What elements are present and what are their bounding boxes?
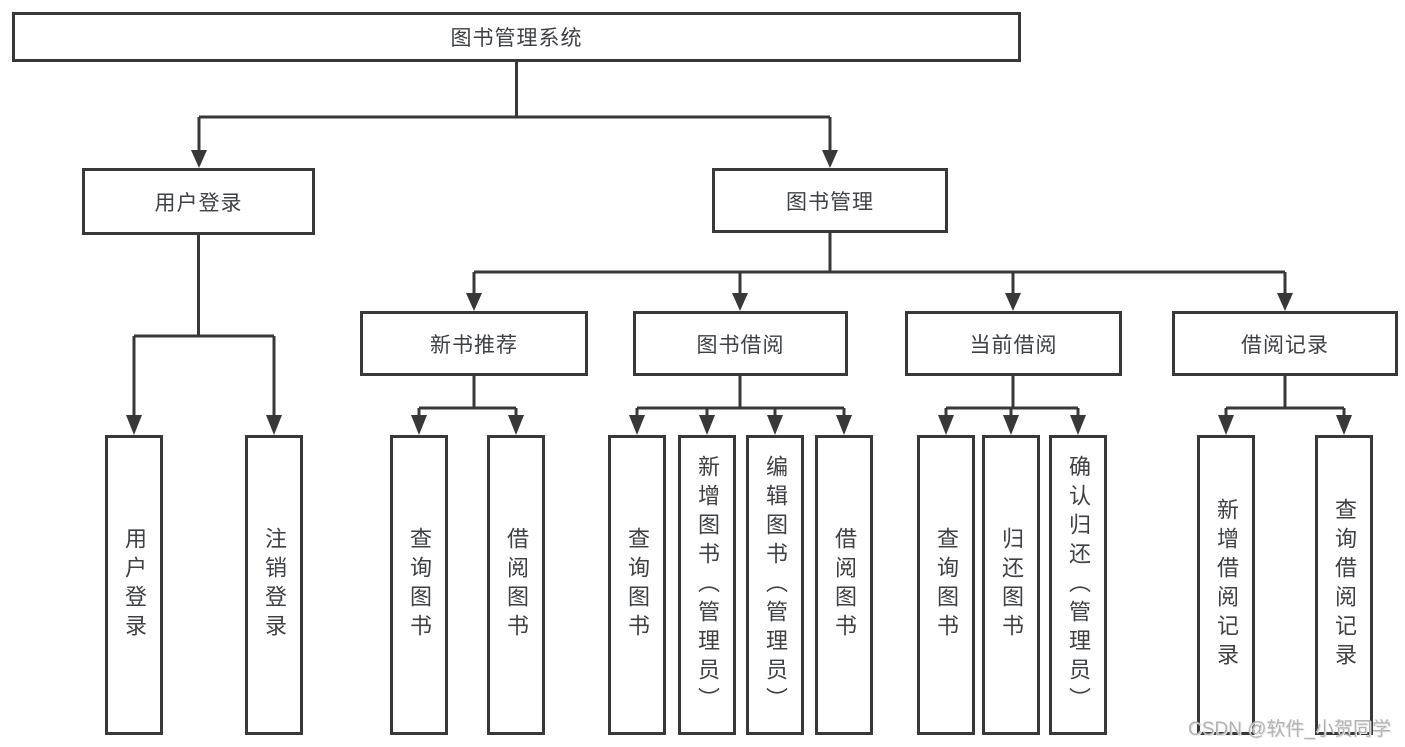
node-query-books-current: 查询图书: [917, 435, 975, 735]
node-label: 用户登录: [122, 527, 147, 643]
node-return-books: 归还图书: [982, 435, 1040, 735]
node-borrow-books-recommend: 借阅图书: [487, 435, 545, 735]
node-query-borrow-record: 查询借阅记录: [1315, 435, 1373, 735]
node-label: 查询图书: [407, 527, 432, 643]
node-borrow-books: 借阅图书: [815, 435, 873, 735]
node-book-borrow: 图书借阅: [633, 311, 848, 376]
node-label: 编辑图书（管理员）: [763, 454, 788, 716]
node-label: 新增图书（管理员）: [695, 454, 720, 716]
node-label: 新书推荐: [430, 333, 518, 357]
node-label: 图书借阅: [696, 333, 785, 357]
node-query-books-borrow: 查询图书: [608, 435, 666, 735]
node-logout: 注销登录: [245, 435, 303, 735]
node-book-management: 图书管理: [712, 168, 948, 233]
node-label: 查询图书: [625, 527, 650, 643]
node-label: 用户登录: [154, 191, 243, 215]
node-label: 图书管理系统: [450, 27, 583, 50]
node-label: 归还图书: [999, 527, 1024, 643]
node-user-login-leaf: 用户登录: [105, 435, 163, 735]
node-edit-books-admin: 编辑图书（管理员）: [746, 435, 804, 735]
csdn-watermark: CSDN @软件_小贺同学: [1188, 719, 1391, 740]
node-label: 借阅记录: [1241, 333, 1329, 357]
node-label: 确认归还（管理员）: [1066, 454, 1091, 716]
node-label: 新增借阅记录: [1214, 498, 1239, 672]
node-label: 借阅图书: [832, 527, 857, 643]
node-confirm-return-admin: 确认归还（管理员）: [1049, 435, 1107, 735]
node-label: 查询借阅记录: [1332, 498, 1357, 672]
node-library-management-system: 图书管理系统: [12, 12, 1021, 62]
node-add-borrow-record: 新增借阅记录: [1197, 435, 1255, 735]
node-label: 当前借阅: [969, 333, 1058, 357]
node-query-books-recommend: 查询图书: [390, 435, 448, 735]
node-label: 注销登录: [262, 527, 287, 643]
node-new-book-recommend: 新书推荐: [360, 311, 588, 376]
node-add-books-admin: 新增图书（管理员）: [678, 435, 736, 735]
node-current-borrow: 当前借阅: [905, 311, 1122, 376]
node-label: 查询图书: [934, 527, 959, 643]
node-borrow-records: 借阅记录: [1172, 311, 1398, 376]
node-label: 图书管理: [786, 190, 874, 214]
node-label: 借阅图书: [504, 527, 529, 643]
node-user-login: 用户登录: [82, 168, 315, 235]
